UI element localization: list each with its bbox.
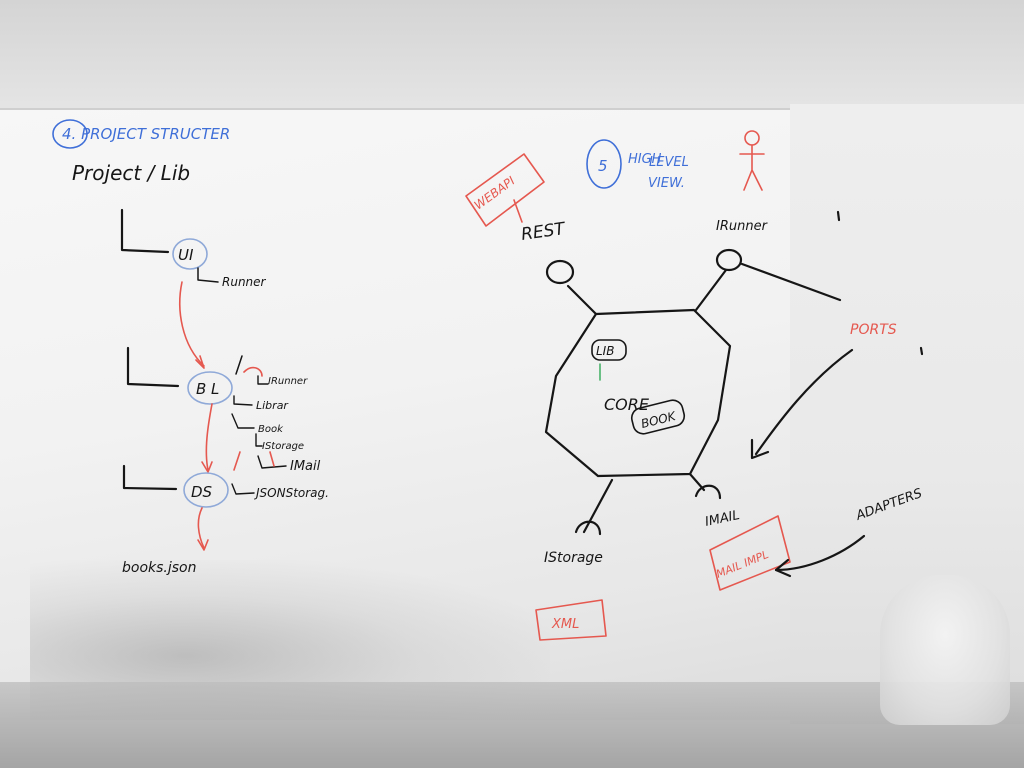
project-structure-section: 4. PROJECT STRUCTER Project / Lib UI Run… bbox=[52, 119, 329, 576]
heading-line-2: LEVEL bbox=[649, 155, 689, 170]
ui-child-label: Runner bbox=[222, 275, 267, 289]
bl-child-connector-2 bbox=[233, 395, 253, 406]
bl-child-connector-3 bbox=[231, 413, 255, 429]
rest-label: REST bbox=[520, 219, 568, 245]
runner-port-stem bbox=[694, 268, 728, 312]
bl-child-irunner: IRunner bbox=[268, 376, 308, 387]
bl-child-connector-4 bbox=[255, 433, 263, 447]
ports-arrowhead bbox=[750, 438, 770, 460]
webapi-arrow bbox=[513, 199, 523, 223]
ui-to-bl-arrowhead bbox=[195, 355, 205, 369]
adapters-label: ADAPTERS bbox=[853, 486, 924, 524]
bl-red-tick-2 bbox=[269, 451, 275, 467]
ds-node-circle bbox=[183, 472, 229, 508]
ports-to-imail-arrow bbox=[754, 348, 854, 456]
ds-to-json-arrow bbox=[197, 507, 205, 549]
ui-node-label: UI bbox=[178, 246, 194, 264]
lib-box bbox=[591, 339, 627, 361]
istorage-label: IStorage bbox=[544, 550, 603, 566]
tree-connector-bl bbox=[126, 346, 180, 388]
runner-port-socket bbox=[715, 248, 743, 272]
bl-tick bbox=[235, 355, 243, 375]
book-box bbox=[630, 399, 686, 435]
webapi-box bbox=[465, 153, 545, 227]
imail-label: IMAIL bbox=[704, 508, 741, 530]
stray-mark-2 bbox=[919, 346, 924, 356]
wall bbox=[0, 0, 1024, 112]
project-structure-heading: 4. PROJECT STRUCTER bbox=[62, 125, 230, 143]
user-stick-figure bbox=[739, 130, 765, 191]
bl-child-book: Book bbox=[258, 424, 284, 435]
ui-node-circle bbox=[172, 238, 208, 270]
mail-impl-label: MAIL IMPL bbox=[714, 548, 770, 581]
bl-to-ds-arrowhead bbox=[201, 461, 213, 473]
bl-red-curl bbox=[243, 366, 263, 377]
bl-child-connector-5 bbox=[257, 455, 287, 469]
imail-port-socket bbox=[694, 484, 722, 500]
high-level-view-section: 5 HIGH HIGH LEVEL VIEW. WEBAPI REST IRun… bbox=[465, 130, 924, 641]
root-label: Project / Lib bbox=[72, 161, 190, 185]
runner-label: IRunner bbox=[716, 219, 769, 234]
storage-port-stem bbox=[582, 478, 614, 534]
ds-to-json-arrowhead bbox=[197, 539, 209, 551]
output-file-label: books.json bbox=[122, 560, 197, 576]
core-label: CORE bbox=[604, 395, 650, 414]
ports-leader-line bbox=[740, 262, 842, 302]
bl-child-istorage: IStorage bbox=[262, 441, 304, 452]
rest-port-stem bbox=[566, 284, 598, 316]
adapters-arrow bbox=[774, 534, 866, 572]
ports-label: PORTS bbox=[850, 322, 897, 338]
bl-child-imail: IMail bbox=[290, 459, 321, 474]
core-hexagon bbox=[544, 308, 732, 478]
ds-node-label: DS bbox=[191, 483, 213, 501]
lib-label: LIB bbox=[596, 344, 614, 358]
heading-line-3: VIEW. bbox=[648, 176, 685, 191]
bl-child-library: Librar bbox=[256, 399, 289, 412]
section-number: 5 bbox=[598, 157, 608, 175]
tree-connector-ds bbox=[122, 464, 178, 491]
tree-connector-ui bbox=[120, 208, 170, 254]
floor bbox=[0, 682, 1024, 768]
adapters-arrowhead bbox=[774, 558, 792, 578]
ds-child-connector bbox=[231, 483, 255, 495]
whiteboard-left-panel bbox=[0, 108, 800, 720]
bl-child-connector-1 bbox=[257, 375, 269, 385]
bl-node-circle bbox=[187, 371, 233, 405]
heading-circle bbox=[52, 119, 88, 149]
xml-label: XML bbox=[551, 617, 579, 632]
xml-box bbox=[535, 599, 607, 641]
mail-impl-box bbox=[709, 515, 791, 591]
section-number-circle bbox=[586, 139, 622, 189]
chair bbox=[880, 575, 1010, 725]
rest-port-socket bbox=[545, 259, 575, 285]
heading-line-1: HIGH bbox=[628, 152, 662, 167]
ui-to-bl-arrow bbox=[179, 281, 205, 367]
storage-port-socket bbox=[574, 520, 602, 536]
bl-to-ds-arrow bbox=[205, 403, 213, 471]
ui-child-connector bbox=[197, 267, 219, 283]
stray-mark-1 bbox=[836, 210, 841, 222]
bl-node-label: B L bbox=[196, 380, 219, 398]
bl-red-tick bbox=[233, 451, 241, 471]
ds-child-label: JSONStorag. bbox=[254, 486, 329, 500]
